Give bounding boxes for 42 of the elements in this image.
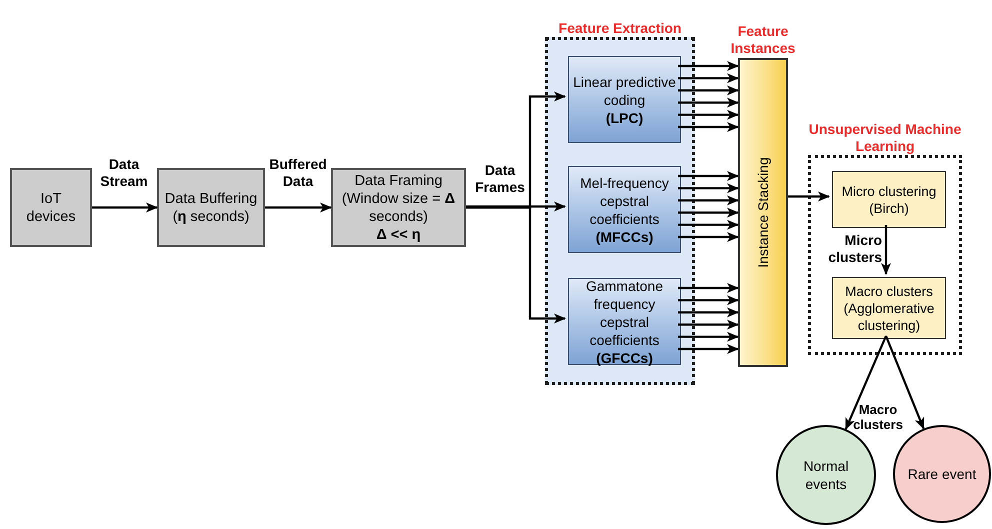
arrow (678, 283, 739, 293)
arrow (678, 85, 739, 96)
vertical-label: Instance Stacking (754, 157, 772, 268)
process-box: Data Framing (Window size = Δ seconds) Δ << η (331, 168, 466, 247)
arrow (678, 110, 739, 120)
arrow (678, 332, 739, 342)
arrow (678, 171, 739, 181)
arrow (678, 195, 739, 206)
arrow (92, 202, 158, 212)
arrow (678, 61, 739, 71)
arrow (678, 232, 739, 242)
feature-box: Linear predictive coding (LPC) (568, 56, 681, 143)
arrow (678, 73, 739, 84)
process-box: Micro clustering (Birch) (832, 171, 946, 228)
edge-label: Buffered Data (268, 156, 328, 190)
feature-box: Mel-frequency cepstral coefficients (MFCCs) (568, 166, 681, 253)
group-heading: Unsupervised Machine Learning (808, 121, 962, 155)
arrow (678, 98, 739, 108)
feature-box: Gammatone frequency cepstral coefficients (GFCCs) (568, 278, 681, 365)
arrow (678, 344, 739, 354)
group-heading: Feature Extraction (558, 20, 682, 37)
arrow (844, 336, 888, 430)
arrow (466, 202, 566, 212)
arrow (881, 225, 891, 275)
arrow (678, 208, 739, 218)
arrow (678, 307, 739, 318)
arrow (678, 122, 739, 132)
arrow (678, 183, 739, 194)
group-heading: Feature Instances (730, 23, 796, 57)
arrow (678, 320, 739, 330)
arrow (678, 295, 739, 306)
arrow (884, 336, 925, 430)
arrow (466, 206, 566, 324)
edge-label: Data Frames (474, 162, 526, 196)
arrow (788, 192, 830, 202)
edge-label: Micro clusters (827, 232, 882, 266)
process-box: Macro clusters (Agglomerative clustering) (832, 277, 946, 339)
arrow (678, 220, 739, 230)
process-box: Data Buffering (η seconds) (157, 168, 265, 247)
process-box: IoT devices (10, 168, 92, 247)
arrow (265, 202, 332, 212)
edge-label: Data Stream (99, 156, 149, 190)
